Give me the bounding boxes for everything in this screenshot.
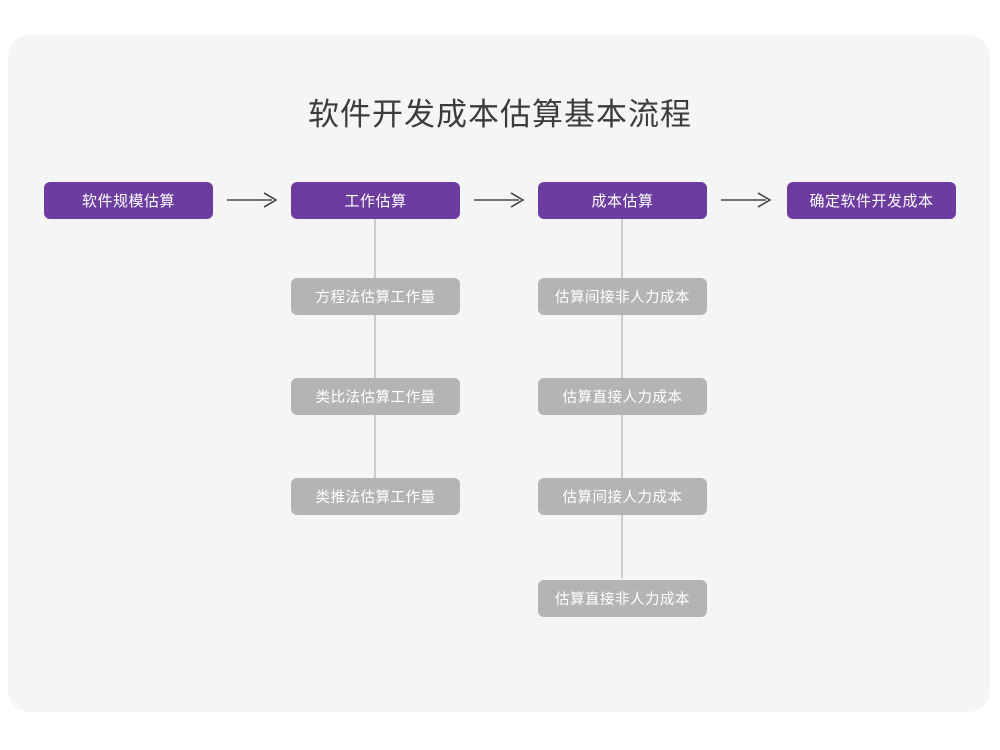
flow-substep-stage-3-2[interactable]: 估算直接人力成本	[538, 378, 707, 415]
connector-stage-2-2	[374, 315, 376, 378]
diagram-card	[8, 35, 990, 712]
flow-substep-stage-3-1[interactable]: 估算间接非人力成本	[538, 278, 707, 315]
page-title: 软件开发成本估算基本流程	[308, 97, 692, 132]
flow-node-stage-4[interactable]: 确定软件开发成本	[787, 182, 956, 219]
flow-node-stage-2[interactable]: 工作估算	[291, 182, 460, 219]
connector-stage-3-3	[621, 415, 623, 478]
flow-substep-stage-2-2[interactable]: 类比法估算工作量	[291, 378, 460, 415]
arrow-right-icon-2	[472, 189, 528, 211]
connector-stage-3-2	[621, 315, 623, 378]
flow-substep-stage-3-4[interactable]: 估算直接非人力成本	[538, 580, 707, 617]
connector-stage-2-3	[374, 415, 376, 478]
flow-node-stage-1[interactable]: 软件规模估算	[44, 182, 213, 219]
connector-stage-3-4	[621, 515, 623, 578]
connector-stage-2-1	[374, 219, 376, 279]
connector-stage-3-1	[621, 219, 623, 279]
flow-substep-stage-3-3[interactable]: 估算间接人力成本	[538, 478, 707, 515]
flow-substep-stage-2-3[interactable]: 类推法估算工作量	[291, 478, 460, 515]
arrow-right-icon-1	[225, 189, 281, 211]
arrow-right-icon-3	[719, 189, 775, 211]
flow-node-stage-3[interactable]: 成本估算	[538, 182, 707, 219]
flow-substep-stage-2-1[interactable]: 方程法估算工作量	[291, 278, 460, 315]
